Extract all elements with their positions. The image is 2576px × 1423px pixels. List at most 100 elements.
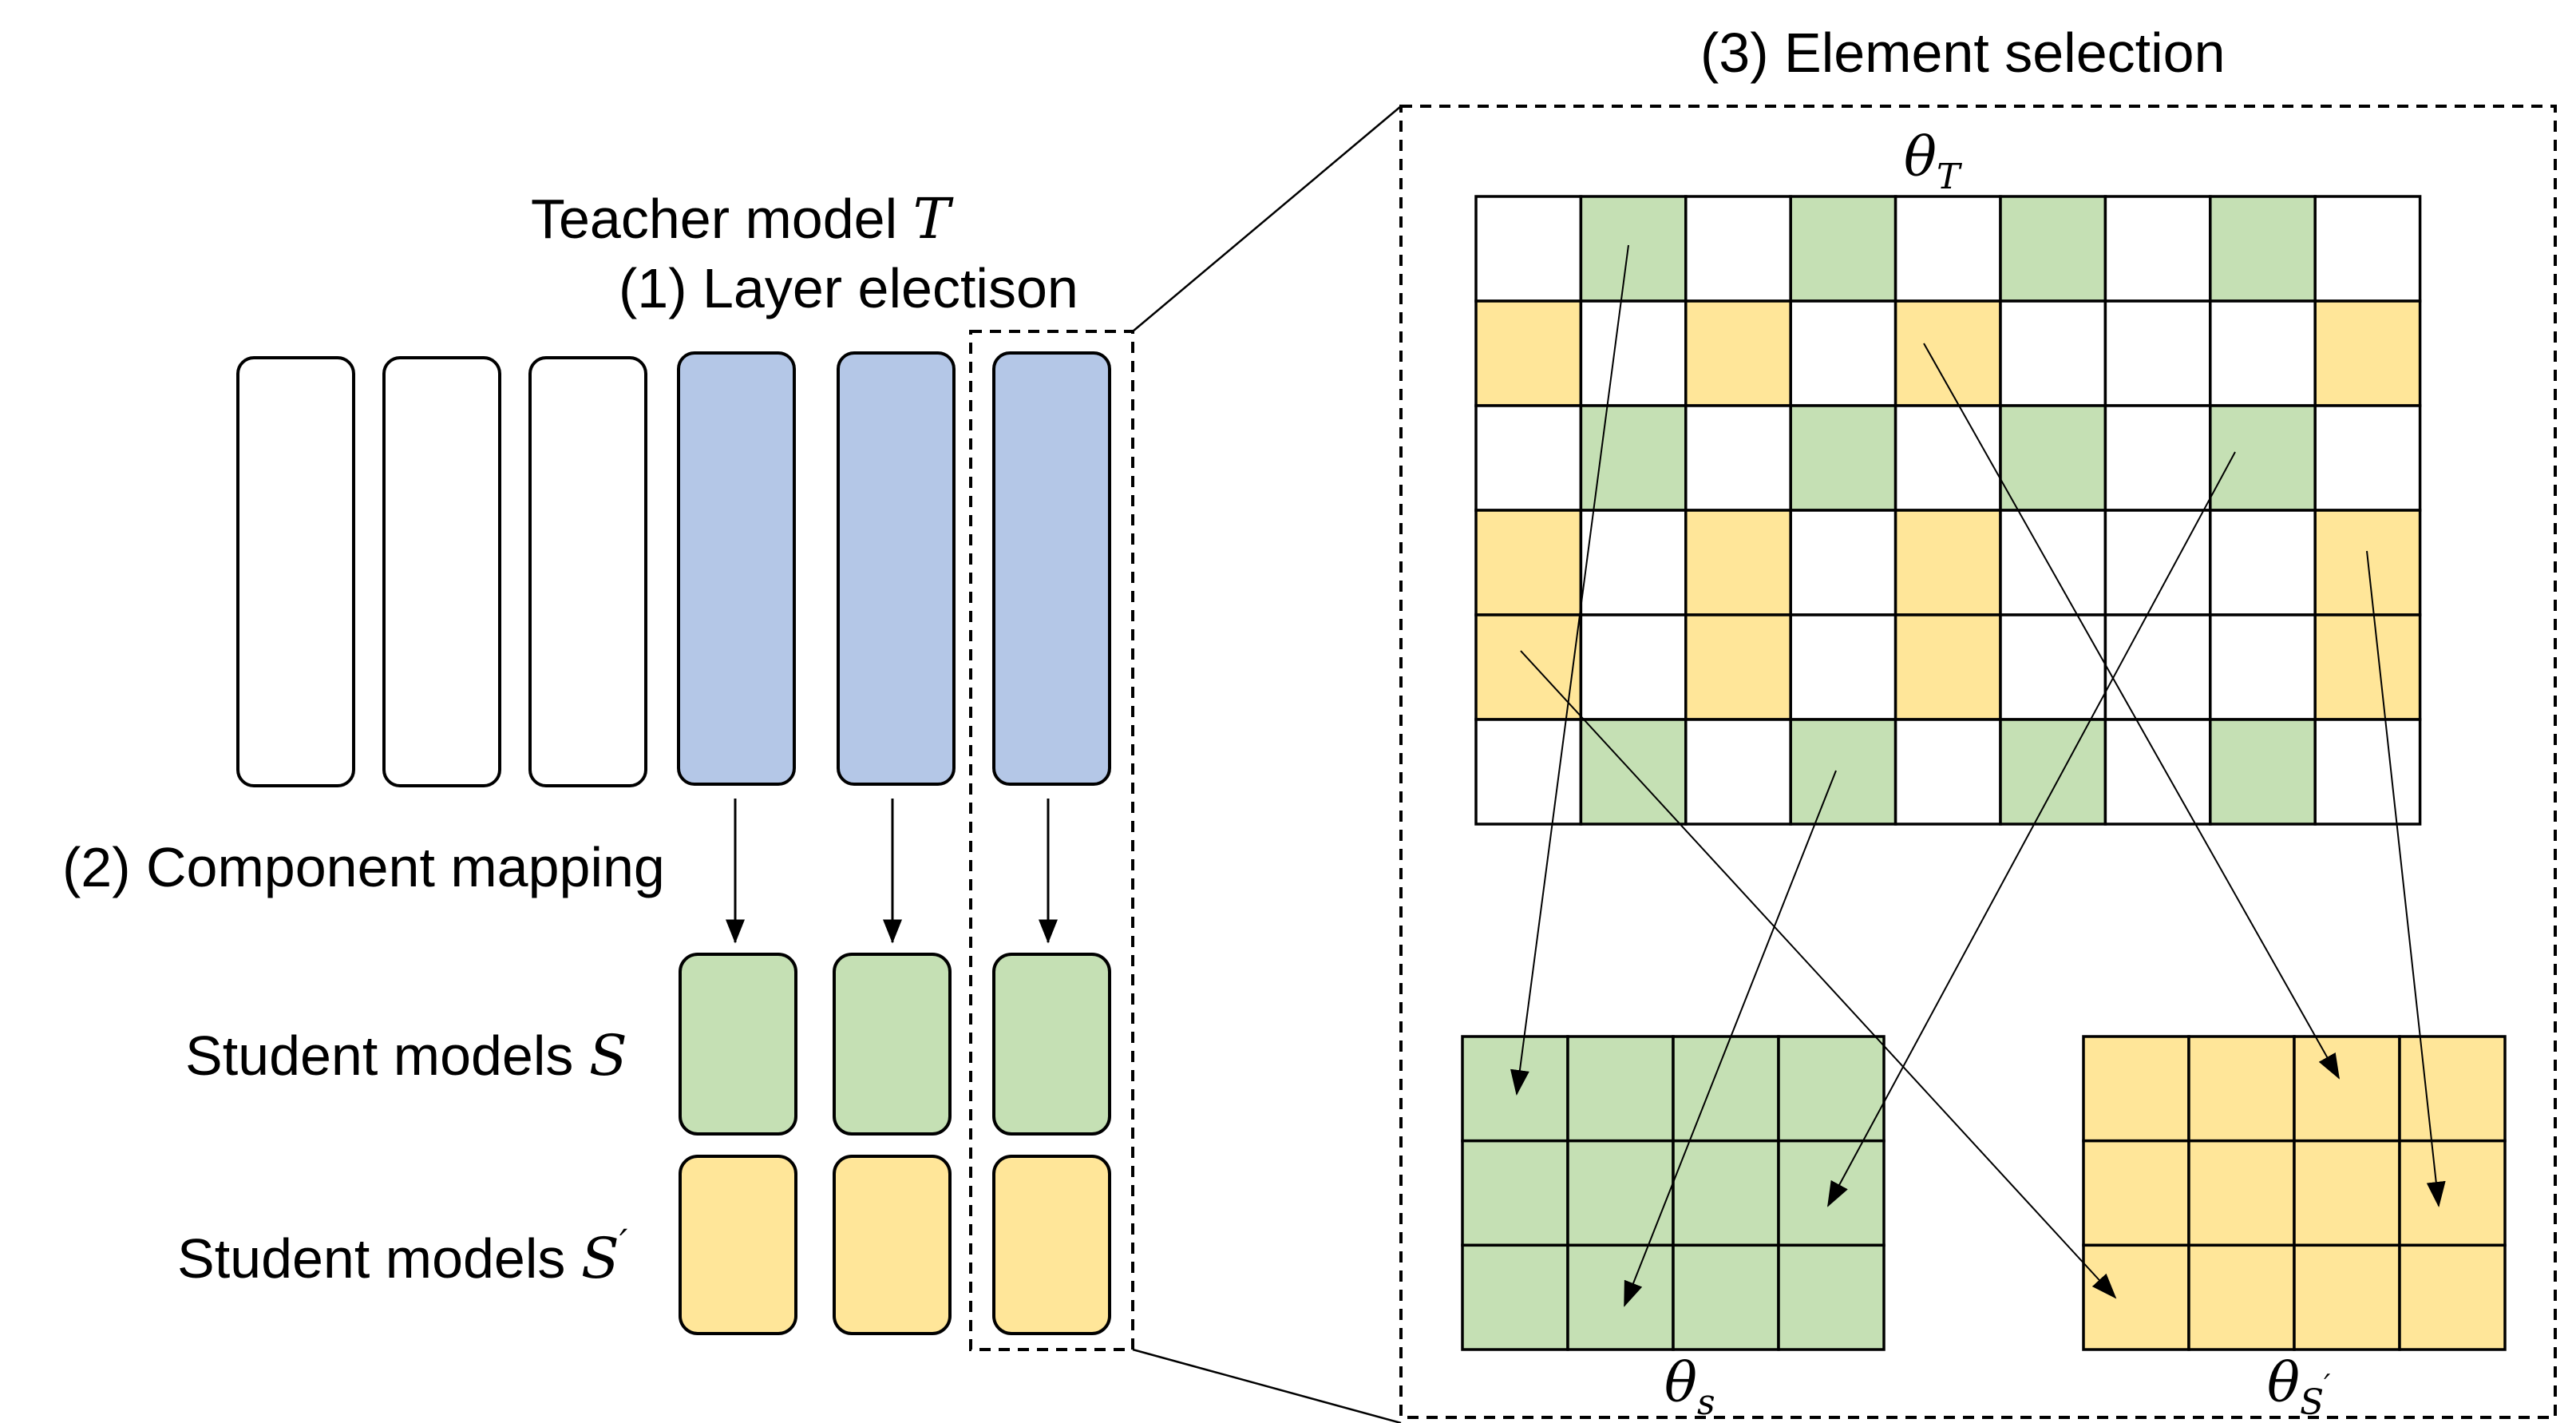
teacher-layer-5 [837, 351, 956, 786]
element-selection-label: (3) Element selection [1700, 22, 2226, 84]
teacher-grid-cell-r5c4 [1789, 613, 1897, 721]
teacher-grid-cell-r1c5 [1893, 195, 2002, 303]
student-s-prime-block-3 [992, 1155, 1111, 1335]
teacher-grid-cell-r2c5 [1893, 299, 2002, 407]
teacher-grid-cell-r4c2 [1579, 509, 1688, 616]
teacher-grid-cell-r3c8 [2209, 404, 2317, 512]
student-s-prime-grid-cell-r3c2 [2187, 1243, 2296, 1351]
teacher-grid-cell-r1c8 [2209, 195, 2317, 303]
student-s-block-1 [679, 953, 797, 1136]
student-blocks [679, 953, 1111, 1335]
student-models-s-prime-label: Student models S′ [177, 1221, 628, 1291]
student-s-grid-cell-r2c2 [1566, 1139, 1675, 1247]
teacher-layer-4 [677, 351, 796, 786]
student-s-prime-grid-cell-r1c3 [2293, 1035, 2401, 1143]
teacher-grid-cell-r6c3 [1684, 718, 1792, 826]
teacher-grid-cell-r2c7 [2103, 299, 2212, 407]
element-selection-box [1399, 105, 2557, 1419]
element-arrow-3 [1827, 451, 2236, 1207]
teacher-grid-cell-r4c5 [1893, 509, 2002, 616]
student-s-prime-block-1 [679, 1155, 797, 1335]
teacher-grid-cell-r5c6 [1999, 613, 2107, 721]
student-s-grid-cell-r2c1 [1461, 1139, 1569, 1247]
element-arrow-5 [1520, 650, 2117, 1299]
teacher-grid-cell-r3c3 [1684, 404, 1792, 512]
teacher-grid-cell-r6c8 [2209, 718, 2317, 826]
theta-teacher-label: θT [1904, 126, 1963, 197]
teacher-grid-cell-r2c9 [2313, 299, 2422, 407]
teacher-grid-cell-r5c7 [2103, 613, 2212, 721]
teacher-grid-cell-r6c4 [1789, 718, 1897, 826]
element-arrow-6 [1624, 770, 1837, 1307]
teacher-grid-cell-r2c4 [1789, 299, 1897, 407]
teacher-grid-cell-r2c6 [1999, 299, 2107, 407]
teacher-layer-2 [382, 356, 501, 787]
teacher-model-label: Teacher model T [531, 186, 954, 252]
teacher-grid-cell-r3c6 [1999, 404, 2107, 512]
teacher-grid-cell-r5c3 [1684, 613, 1792, 721]
teacher-grid-cell-r1c4 [1789, 195, 1897, 303]
teacher-grid-cell-r5c1 [1474, 613, 1583, 721]
teacher-grid-cell-r3c1 [1474, 404, 1583, 512]
element-selection-arrows [1510, 244, 2446, 1307]
student-s-grid-cell-r2c4 [1777, 1139, 1886, 1247]
component-mapping-label: (2) Component mapping [62, 836, 665, 898]
teacher-grid-cell-r1c7 [2103, 195, 2212, 303]
teacher-grid-cell-r4c6 [1999, 509, 2107, 616]
student-s-prime-grid-cell-r3c1 [2082, 1243, 2190, 1351]
teacher-grid-cell-r3c4 [1789, 404, 1897, 512]
teacher-grid-cell-r3c5 [1893, 404, 2002, 512]
teacher-grid-cell-r5c5 [1893, 613, 2002, 721]
teacher-grid-cell-r1c2 [1579, 195, 1688, 303]
student-s-prime-block-2 [833, 1155, 952, 1335]
student-s-prime-grid-cell-r1c1 [2082, 1035, 2190, 1143]
zoom-line-bottom [1132, 1348, 1402, 1423]
teacher-grid-cell-r1c6 [1999, 195, 2107, 303]
student-s-prime-grid-cell-r2c4 [2398, 1139, 2507, 1247]
teacher-grid-cell-r6c1 [1474, 718, 1583, 826]
student-s-grid-cell-r1c4 [1777, 1035, 1886, 1143]
teacher-grid-cell-r1c9 [2313, 195, 2422, 303]
teacher-parameter-grid [1474, 195, 2422, 826]
student-s-grid-cell-r1c2 [1566, 1035, 1675, 1143]
student-s-prime-grid-cell-r2c2 [2187, 1139, 2296, 1247]
teacher-grid-cell-r2c3 [1684, 299, 1792, 407]
teacher-grid-cell-r6c9 [2313, 718, 2422, 826]
student-s-grid-cell-r2c3 [1672, 1139, 1780, 1247]
teacher-grid-cell-r4c3 [1684, 509, 1792, 616]
teacher-grid-cell-r4c7 [2103, 509, 2212, 616]
teacher-layers [236, 351, 1111, 787]
layer-selection-box [969, 330, 1134, 1351]
student-s-prime-grid-cell-r2c1 [2082, 1139, 2190, 1247]
student-s-prime-parameter-grid [2082, 1035, 2507, 1351]
teacher-grid-cell-r6c6 [1999, 718, 2107, 826]
student-s-prime-grid-cell-r1c4 [2398, 1035, 2507, 1143]
zoom-line-top [1132, 105, 1402, 332]
mapping-arrows [726, 799, 1058, 944]
student-s-grid-cell-r3c1 [1461, 1243, 1569, 1351]
teacher-grid-cell-r1c1 [1474, 195, 1583, 303]
student-s-parameter-grid [1461, 1035, 1886, 1351]
student-s-prime-grid-cell-r1c2 [2187, 1035, 2296, 1143]
student-s-grid-cell-r3c4 [1777, 1243, 1886, 1351]
student-s-prime-grid-cell-r3c3 [2293, 1243, 2401, 1351]
teacher-grid-cell-r1c3 [1684, 195, 1792, 303]
teacher-grid-cell-r2c8 [2209, 299, 2317, 407]
teacher-layer-1 [236, 356, 355, 787]
teacher-grid-cell-r3c9 [2313, 404, 2422, 512]
teacher-grid-cell-r4c1 [1474, 509, 1583, 616]
teacher-grid-cell-r3c2 [1579, 404, 1688, 512]
teacher-grid-cell-r4c8 [2209, 509, 2317, 616]
teacher-grid-cell-r5c9 [2313, 613, 2422, 721]
element-arrow-1 [1510, 244, 1629, 1096]
teacher-grid-cell-r2c1 [1474, 299, 1583, 407]
element-arrow-4 [2366, 550, 2446, 1207]
student-s-grid-cell-r3c2 [1566, 1243, 1675, 1351]
teacher-layer-6 [992, 351, 1111, 786]
teacher-grid-cell-r5c8 [2209, 613, 2317, 721]
student-s-block-2 [833, 953, 952, 1136]
student-s-block-3 [992, 953, 1111, 1136]
student-s-prime-grid-cell-r2c3 [2293, 1139, 2401, 1247]
student-s-grid-cell-r3c3 [1672, 1243, 1780, 1351]
